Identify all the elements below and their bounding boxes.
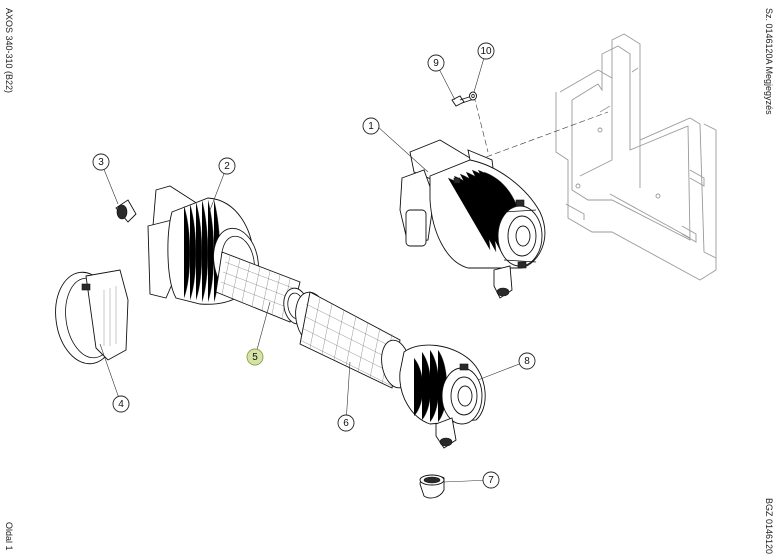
- callout-2: 2: [218, 157, 236, 175]
- callout-label: 9: [433, 58, 439, 69]
- callout-label: 4: [118, 399, 124, 410]
- callout-10: 10: [477, 42, 495, 60]
- outer-filter-part-6: [295, 291, 411, 389]
- callout-4: 4: [112, 395, 130, 413]
- callout-9: 9: [427, 54, 445, 72]
- callout-3: 3: [92, 153, 110, 171]
- callout-5: 5: [246, 348, 264, 366]
- callout-label: 7: [488, 475, 494, 486]
- callout-label: 1: [368, 121, 374, 132]
- callout-label: 6: [343, 418, 349, 429]
- air-filter-assembly-part-1: [399, 139, 546, 299]
- callout-layer: 1 2 3 4 5 6 7 8 9 10: [92, 42, 536, 489]
- callout-label: 3: [98, 157, 104, 168]
- mounting-frame: [555, 33, 717, 281]
- callout-circle: [362, 117, 380, 135]
- cover-part-8: [399, 344, 486, 449]
- clamp-part-4: [55, 269, 129, 365]
- callout-circle: [477, 42, 495, 60]
- valve-part-7: [419, 474, 445, 499]
- callout-1: 1: [362, 117, 380, 135]
- housing-part-2: [147, 185, 259, 305]
- cap-part-3: [115, 199, 137, 223]
- callout-circle: [337, 414, 355, 432]
- callout-circle: [218, 157, 236, 175]
- washer-part-10: [469, 91, 477, 101]
- callout-label: 8: [524, 356, 530, 367]
- callout-label: 10: [480, 46, 492, 57]
- callout-circle: [246, 348, 264, 366]
- callout-circle: [92, 153, 110, 171]
- callout-circle: [482, 471, 500, 489]
- callout-label: 2: [224, 161, 230, 172]
- callout-7: 7: [482, 471, 500, 489]
- callout-circle: [112, 395, 130, 413]
- callout-6: 6: [337, 414, 355, 432]
- callout-8: 8: [518, 352, 536, 370]
- callout-circle: [518, 352, 536, 370]
- callout-label: 5: [252, 352, 258, 363]
- callout-circle: [427, 54, 445, 72]
